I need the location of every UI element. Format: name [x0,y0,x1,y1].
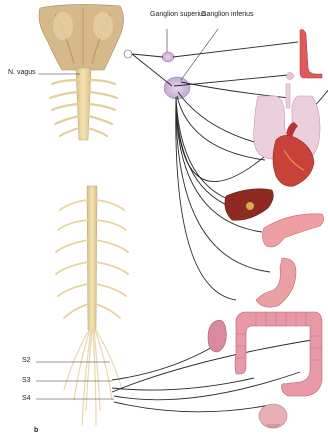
panel-letter: b [34,427,38,435]
lower-spinal-cord [56,186,128,425]
kidney [208,320,226,352]
ganglion-superius-label: Ganglion superius [150,11,184,19]
ganglion-inferius-marker [164,77,190,99]
n-vagus-label: N. vagus [8,69,36,77]
salivary-gland [287,73,294,80]
liver [225,189,273,220]
lacrimal-gland [300,30,322,79]
pelvic-nerves [112,340,312,412]
ganglion-superius-marker [162,52,174,62]
pancreas [262,214,323,247]
brainstem [39,4,124,70]
intestines [235,312,322,396]
s4-label: S4 [22,395,31,403]
bladder [259,404,287,428]
stomach [256,258,296,307]
ganglion-inferius-label: Ganglion inferius [201,11,235,19]
vagus-exit-marker [124,50,132,58]
upper-spinal-cord [50,68,117,140]
s3-label: S3 [22,377,31,385]
s2-label: S2 [22,357,31,365]
